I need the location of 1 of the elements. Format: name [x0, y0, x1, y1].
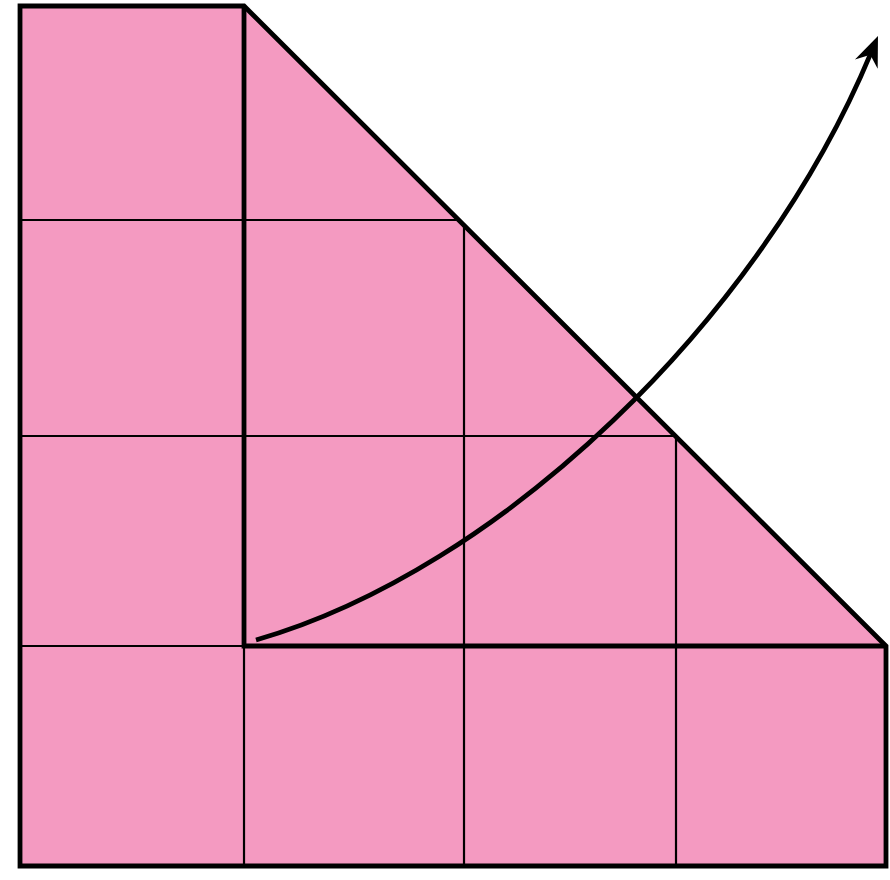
grid-drawing [17, 3, 889, 869]
